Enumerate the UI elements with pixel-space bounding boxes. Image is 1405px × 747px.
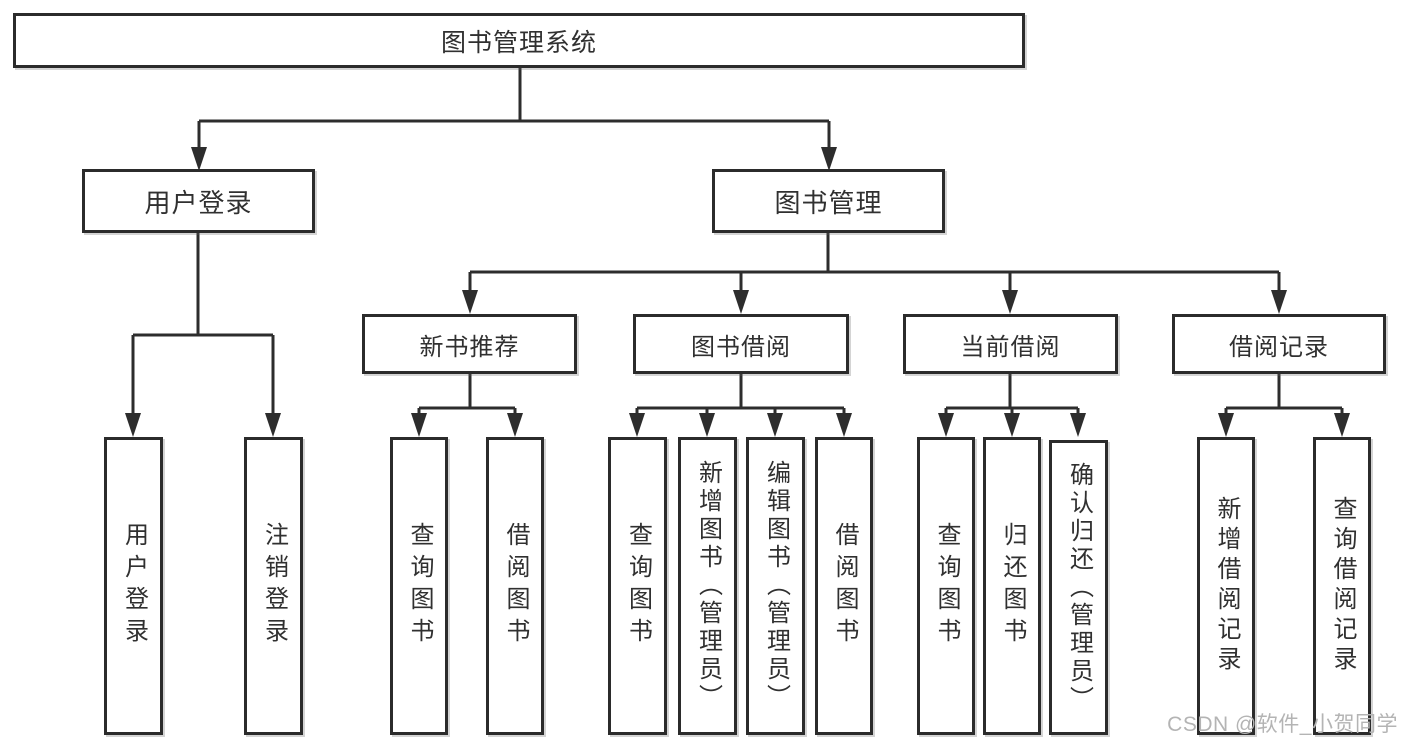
leaf-borrowing-borrow-books: 借阅图书 [815, 437, 873, 735]
leaf-records-add-borrow-record: 新增借阅记录 [1197, 437, 1255, 735]
node-user-login: 用户登录 [82, 169, 315, 233]
leaf-label: 编辑图书（管理员） [762, 460, 790, 712]
leaf-borrowing-edit-books-admin: 编辑图书（管理员） [746, 437, 805, 735]
leaf-label: 查询图书 [933, 522, 960, 650]
node-book-management: 图书管理 [712, 169, 945, 233]
node-book-borrowing: 图书借阅 [633, 314, 849, 374]
leaf-label: 归还图书 [999, 522, 1026, 650]
leaf-borrowing-add-books-admin: 新增图书（管理员） [678, 437, 737, 735]
leaf-recommend-query-books: 查询图书 [390, 437, 448, 735]
leaf-label: 查询借阅记录 [1329, 496, 1356, 676]
leaf-logout: 注销登录 [244, 437, 303, 735]
node-root-library-management-system: 图书管理系统 [13, 13, 1025, 68]
leaf-borrowing-query-books: 查询图书 [608, 437, 667, 735]
leaf-label: 借阅图书 [502, 522, 529, 650]
leaf-label: 查询图书 [406, 522, 433, 650]
csdn-watermark: CSDN @软件_小贺同学 [1167, 713, 1398, 736]
leaf-current-return-books: 归还图书 [983, 437, 1041, 735]
leaf-label: 新增借阅记录 [1213, 496, 1240, 676]
leaf-records-query-borrow-record: 查询借阅记录 [1313, 437, 1371, 735]
node-new-book-recommend: 新书推荐 [362, 314, 577, 374]
node-current-borrowing: 当前借阅 [903, 314, 1118, 374]
leaf-current-query-books: 查询图书 [917, 437, 975, 735]
leaf-label: 查询图书 [624, 522, 652, 650]
leaf-label: 确认归还（管理员） [1065, 461, 1093, 714]
leaf-recommend-borrow-books: 借阅图书 [486, 437, 544, 735]
leaf-label: 新增图书（管理员） [694, 460, 722, 712]
node-borrowing-records: 借阅记录 [1172, 314, 1386, 374]
leaf-current-confirm-return-admin: 确认归还（管理员） [1049, 440, 1108, 735]
arrowheads [125, 147, 1350, 437]
leaf-label: 借阅图书 [831, 522, 858, 650]
leaf-label: 注销登录 [260, 522, 288, 650]
leaf-user-login: 用户登录 [104, 437, 163, 735]
leaf-label: 用户登录 [120, 522, 148, 650]
